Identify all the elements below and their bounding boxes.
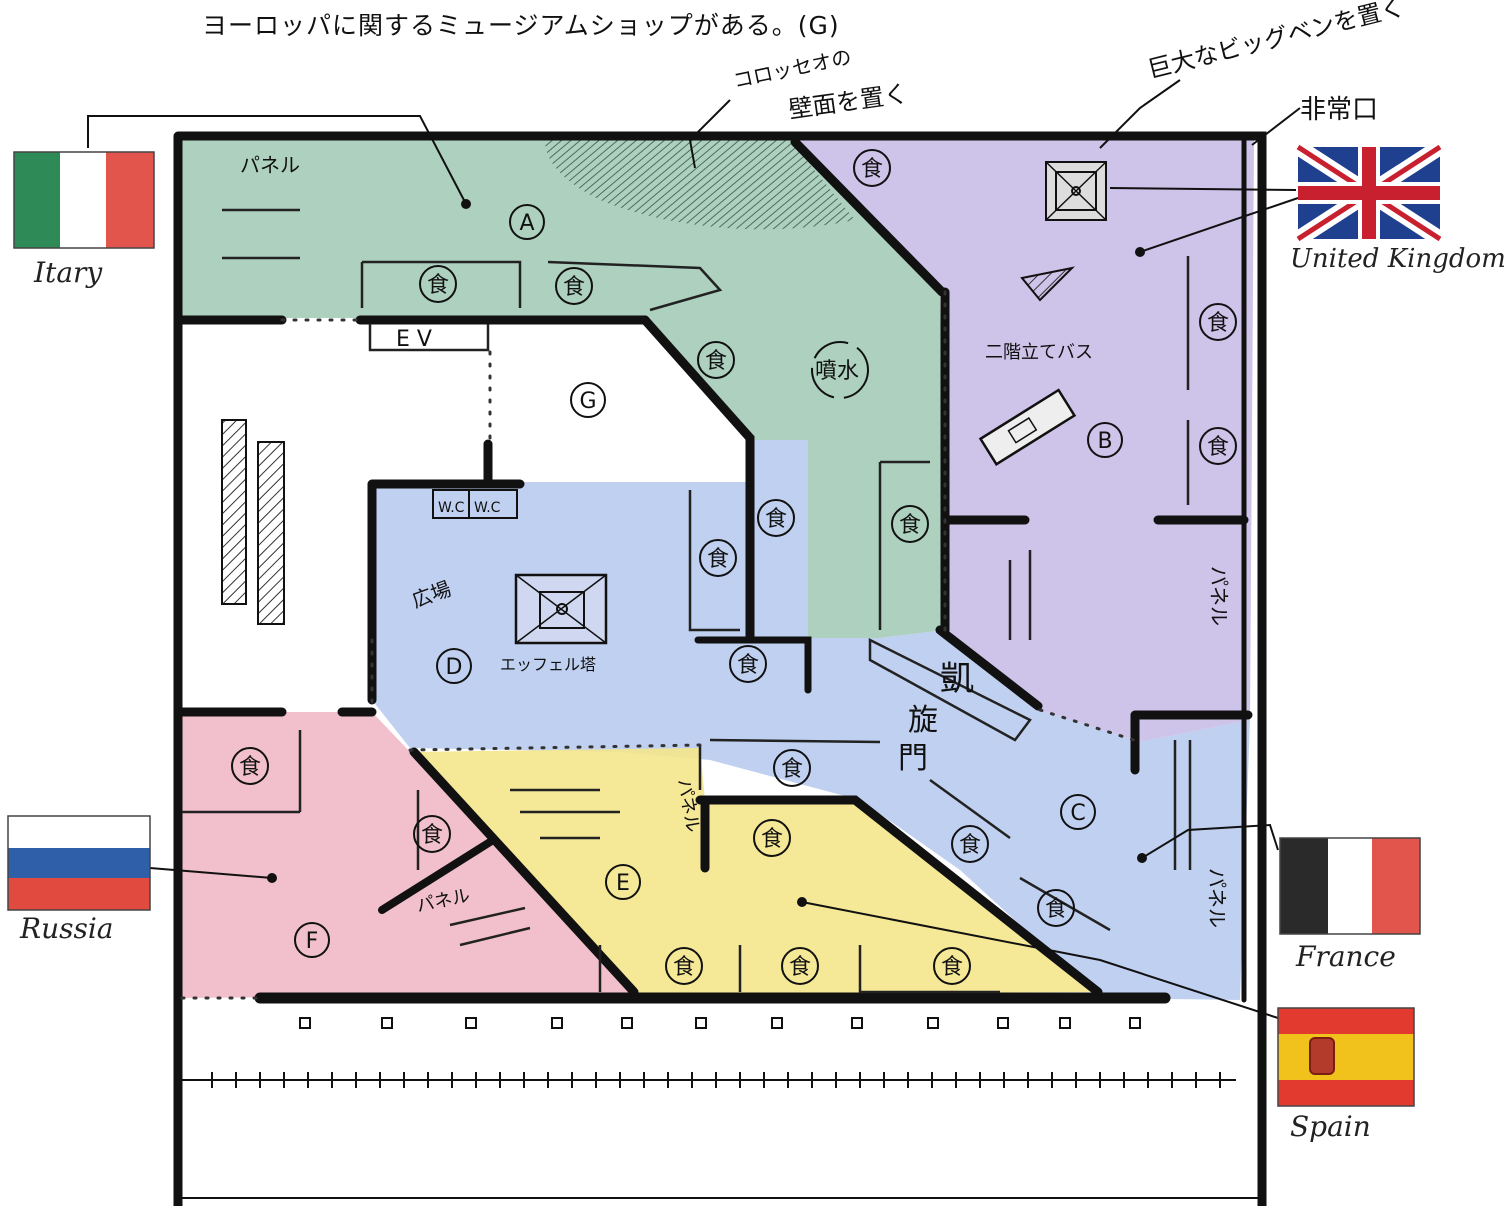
food-stall-marker: 食 [1199,427,1237,465]
eiffel-note: エッフェル塔 [500,655,596,674]
colosseum-note-line2: 壁面を置く [787,80,910,124]
elevator-note: E V [396,327,432,352]
food-stall-marker: 食 [753,819,791,857]
food-stall-marker: 食 [891,505,929,543]
italy-label: Itary [34,256,103,289]
columns [299,1017,1141,1029]
food-stall-label: 食 [1045,897,1067,922]
wall-foodstall-mid [694,636,812,694]
page-caption: ヨーロッパに関するミュージアムショップがある。(G) [202,11,840,40]
panel-label-italy: パネル [240,153,300,177]
zone-f-label: F [306,929,319,954]
colosseum-wall-area [545,140,855,230]
dotted-openings [180,290,1142,1000]
food-stall-label: 食 [705,349,727,374]
panel-label-france: パネル [1205,868,1229,928]
fountain-note: 噴水 [815,359,859,384]
food-stall-marker: 食 [781,947,819,985]
food-stall-marker: 食 [757,499,795,537]
hatched-block-1 [221,419,247,605]
zone-c-label: C [1070,801,1085,826]
spain-flag [1277,1007,1415,1107]
diagonal-wall-uk [790,137,947,297]
wc-note-1: W.C [438,500,465,516]
zone-e-label: E [616,871,630,896]
food-stall-marker: 食 [699,539,737,577]
zone-g-label: G [579,389,596,414]
arc-note-3: 門 [898,741,928,776]
zone-b-label: B [1097,429,1112,454]
bottom-track [182,1079,1260,1199]
wall-spain-diag [409,747,639,997]
hatched-block-2 [257,441,285,625]
food-stall-marker: 食 [773,749,811,787]
italy-zone [182,140,945,638]
wc-note-2: W.C [474,500,501,516]
food-stall-label: 食 [1207,311,1229,336]
food-stall-marker: 食 [413,815,451,853]
eiffel-tower-icon [514,573,608,645]
food-stalls: 食食食食食食食食食食食食食食食食食食食 [231,149,1237,985]
double-decker-bus-icon [978,388,1077,466]
food-stall-label: 食 [563,275,585,300]
france-label: France [1296,940,1396,973]
arc-note-1: 凱 [940,659,974,699]
food-stall-marker: 食 [231,747,269,785]
food-stall-label: 食 [781,757,803,782]
food-stall-label: 食 [427,273,449,298]
double-decker-note: 二階立てバス [985,342,1093,363]
russia-zone [182,712,640,998]
zone-a-label: A [519,211,534,236]
bigben-icon [1045,161,1107,221]
food-stall-label: 食 [941,955,963,980]
france-flag [1279,837,1421,935]
food-stall-marker: 食 [933,947,971,985]
wall-spain-top [695,795,1103,997]
spain-label: Spain [1290,1110,1371,1143]
food-stall-label: 食 [789,955,811,980]
food-stall-label: 食 [765,507,787,532]
food-stall-label: 食 [899,513,921,538]
food-stall-marker: 食 [1037,889,1075,927]
food-stall-marker: 食 [729,645,767,683]
panel-label-uk: パネル [1207,566,1231,626]
food-stall-marker: 食 [665,947,703,985]
food-stall-label: 食 [239,755,261,780]
italy-flag [13,151,155,249]
food-stall-label: 食 [861,157,883,182]
food-stall-marker: 食 [419,265,457,303]
triangle-sculpture-icon [1020,266,1076,302]
outer-wall [173,131,1267,1206]
food-stall-label: 食 [737,653,759,678]
food-stall-marker: 食 [951,825,989,863]
zone-d-label: D [446,655,463,680]
food-stall-label: 食 [673,955,695,980]
food-stall-label: 食 [421,823,443,848]
food-stall-marker: 食 [1199,303,1237,341]
bigben-note: 巨大なビッグベンを置く [1145,0,1408,84]
emergency-exit-note: 非常口 [1300,95,1378,125]
zone-letters: A B C D E F G [294,204,1123,958]
uk-flag [1293,140,1445,246]
wall-france-diag [935,625,1043,711]
food-stall-marker: 食 [853,149,891,187]
uk-label: United Kingdom [1290,244,1506,274]
stall-lines [182,208,1192,994]
food-stall-label: 食 [1207,435,1229,460]
track-ticks [211,1072,1221,1088]
russia-flag [7,815,151,911]
wall-g-diag [640,315,755,643]
food-stall-marker: 食 [697,341,735,379]
arc-note-2: 旋 [908,703,938,738]
food-stall-marker: 食 [555,267,593,305]
food-stall-label: 食 [959,833,981,858]
food-stall-label: 食 [761,827,783,852]
food-stall-label: 食 [707,547,729,572]
wall-panel-russia [378,838,494,914]
wall-france-right [1130,710,1253,775]
colosseum-note-line1: コロッセオの [731,44,853,92]
walls [173,131,1267,1206]
russia-label: Russia [20,912,114,945]
leader-lines [87,79,1301,1019]
